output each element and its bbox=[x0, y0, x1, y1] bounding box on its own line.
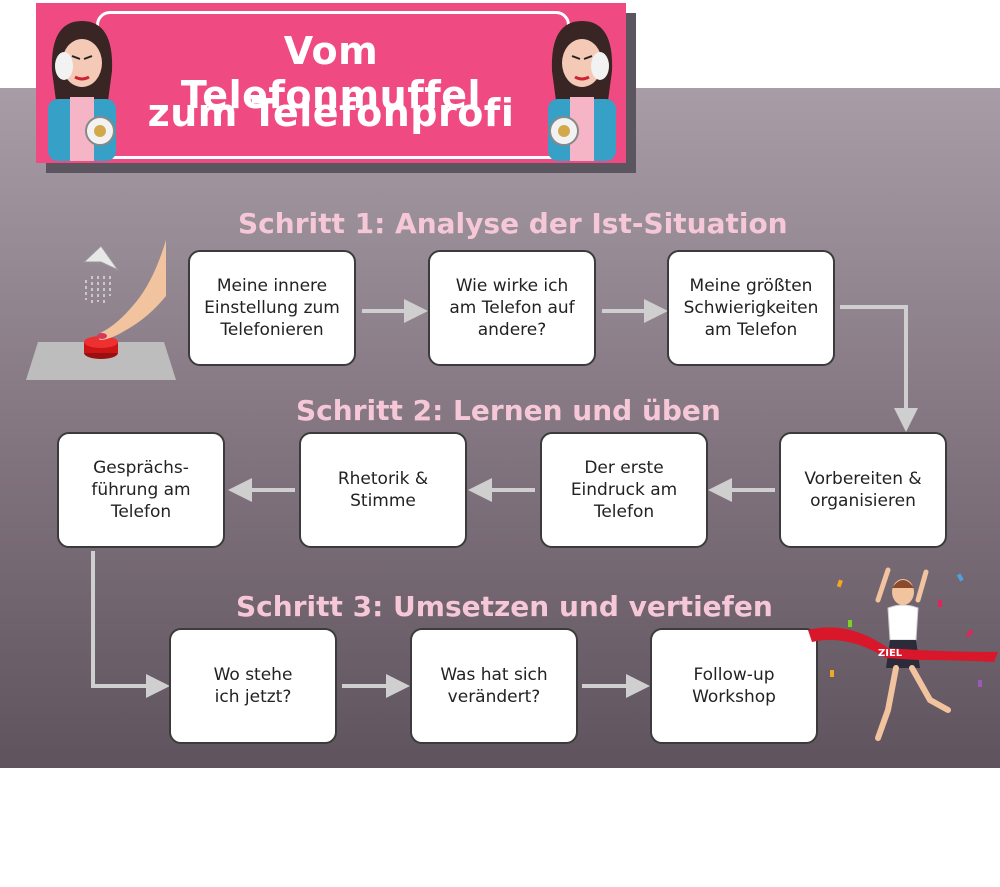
woman-on-phone-right-icon bbox=[548, 21, 616, 161]
woman-on-phone-left-icon bbox=[48, 21, 116, 161]
title-banner: Vom Telefonmuffel zum Telefonprofi bbox=[36, 3, 626, 163]
ziel-ribbon-label: ZIEL bbox=[878, 648, 903, 659]
step-box-erster-eindruck: Der erste Eindruck am Telefon bbox=[540, 432, 708, 548]
title-line-1: Vom Telefonmuffel bbox=[180, 29, 482, 117]
step-box-wirkung-am-telefon: Wie wirke ich am Telefon auf andere? bbox=[428, 250, 596, 366]
step-box-gespraechsfuehrung: Gesprächs- führung am Telefon bbox=[57, 432, 225, 548]
step-box-schwierigkeiten: Meine größten Schwierigkeiten am Telefon bbox=[667, 250, 835, 366]
step-box-was-veraendert: Was hat sich verändert? bbox=[410, 628, 578, 744]
finish-line-woman-icon: ZIEL bbox=[808, 567, 998, 741]
arrow-3-4 bbox=[840, 305, 918, 432]
step-3-heading: Schritt 3: Umsetzen und vertiefen bbox=[236, 590, 773, 623]
step-box-vorbereiten: Vorbereiten & organisieren bbox=[779, 432, 947, 548]
arrow-7-8 bbox=[91, 551, 170, 698]
step-box-follow-up: Follow-up Workshop bbox=[650, 628, 818, 744]
step-box-wo-stehe-ich: Wo stehe ich jetzt? bbox=[169, 628, 337, 744]
red-button-press-icon bbox=[26, 240, 176, 380]
step-box-innere-einstellung: Meine innere Einstellung zum Telefoniere… bbox=[188, 250, 356, 366]
title-line-2: zum Telefonprofi bbox=[147, 91, 515, 135]
step-1-heading: Schritt 1: Analyse der Ist-Situation bbox=[238, 207, 788, 240]
step-box-rhetorik-stimme: Rhetorik & Stimme bbox=[299, 432, 467, 548]
step-2-heading: Schritt 2: Lernen und üben bbox=[296, 394, 721, 427]
